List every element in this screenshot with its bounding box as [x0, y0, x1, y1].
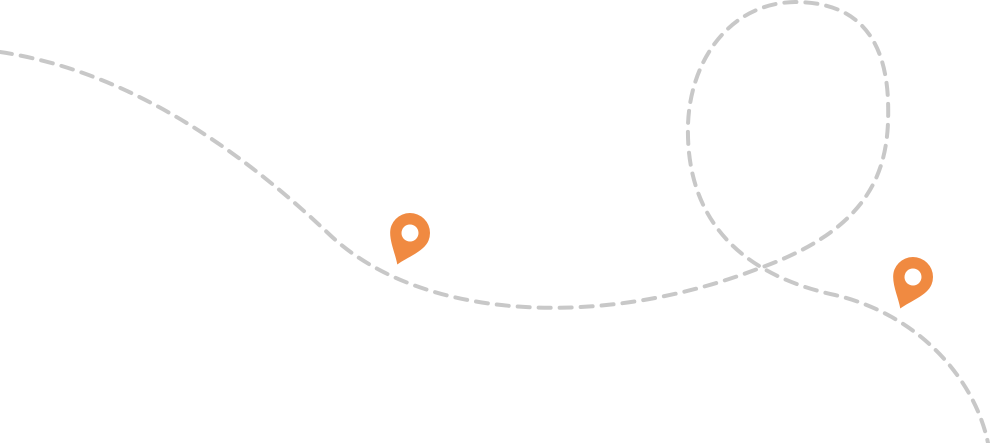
map-pin-icon — [390, 213, 430, 265]
pin-hole — [904, 268, 922, 286]
pin-hole — [401, 224, 419, 242]
map-pin-icon — [893, 257, 933, 309]
